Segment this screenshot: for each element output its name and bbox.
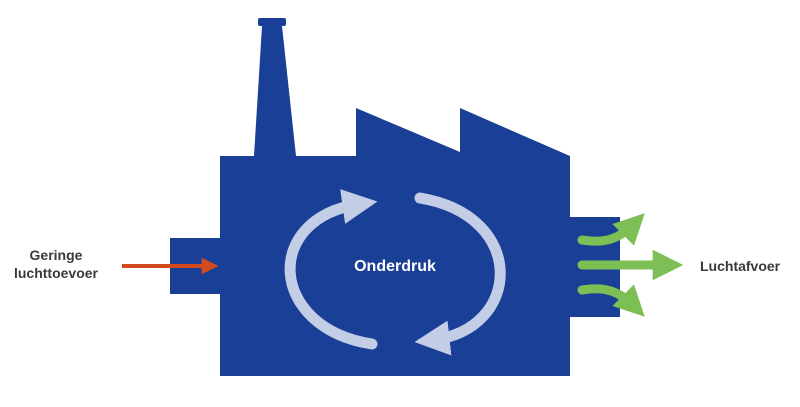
circulation-arrow-left — [284, 189, 378, 350]
exhaust-arrow-down — [577, 284, 645, 317]
factory-building — [170, 18, 620, 376]
center-label: Onderdruk — [354, 258, 436, 275]
circulation-arrow-right — [414, 192, 506, 356]
circulation-arrows — [284, 189, 506, 356]
intake-label-line1: Geringe — [29, 247, 83, 263]
exhaust-arrows — [577, 213, 684, 317]
exhaust-arrow-up — [577, 213, 645, 246]
chimney-cap — [258, 18, 286, 26]
intake-label-line2: luchttoevoer — [13, 265, 98, 281]
exhaust-label: Luchtafvoer — [700, 258, 781, 274]
intake-label: Geringe luchttoevoer — [0, 246, 112, 282]
factory-silhouette — [220, 26, 570, 376]
